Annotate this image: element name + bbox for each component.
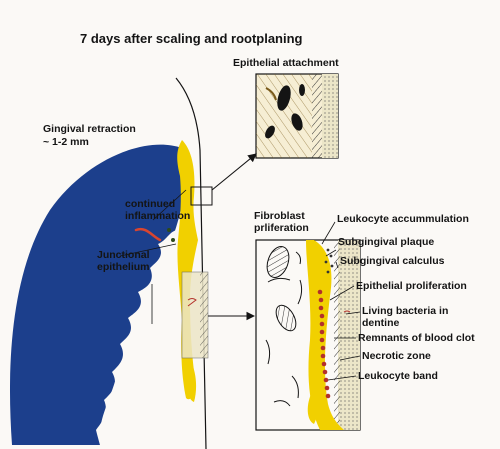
label-epithelial-attachment: Epithelial attachment — [233, 57, 339, 69]
label-remnants-blood-clot: Remnants of blood clot — [358, 332, 475, 344]
label-subgingival-calculus: Subgingival calculus — [340, 255, 445, 267]
inflammation-mark — [134, 227, 162, 242]
connective-tissue — [99, 190, 190, 440]
leader-lines — [119, 189, 361, 381]
page-title: 7 days after scaling and rootplaning — [80, 31, 303, 46]
inset-detail — [255, 239, 361, 431]
gingiva-shape — [9, 144, 188, 445]
label-retraction-amount: ~ 1-2 mm — [43, 136, 89, 148]
label-fibroblast-proliferation: Fibroblast prliferation — [254, 210, 309, 234]
inflammation-box — [190, 186, 213, 206]
tooth-outline — [175, 77, 207, 449]
label-epithelial-proliferation: Epithelial proliferation — [356, 280, 467, 292]
label-junctional-epithelium: Junctional epithelium — [97, 249, 150, 273]
label-necrotic-zone: Necrotic zone — [362, 350, 431, 362]
label-continued-inflammation: continued inflammation — [125, 198, 191, 222]
label-leukocyte-band: Leukocyte band — [358, 370, 438, 382]
epithelium-tip — [187, 360, 197, 402]
label-gingival-retraction: Gingival retraction — [43, 123, 136, 135]
label-living-bacteria: Living bacteria in dentine — [362, 305, 449, 329]
label-subgingival-plaque: Subgingival plaque — [338, 236, 435, 248]
inset-epithelial-attachment — [255, 73, 339, 159]
arrow-to-attachment — [211, 153, 257, 191]
label-leukocyte-accumulation: Leukocyte accummulation — [337, 213, 469, 225]
leukocyte-band — [317, 289, 331, 399]
